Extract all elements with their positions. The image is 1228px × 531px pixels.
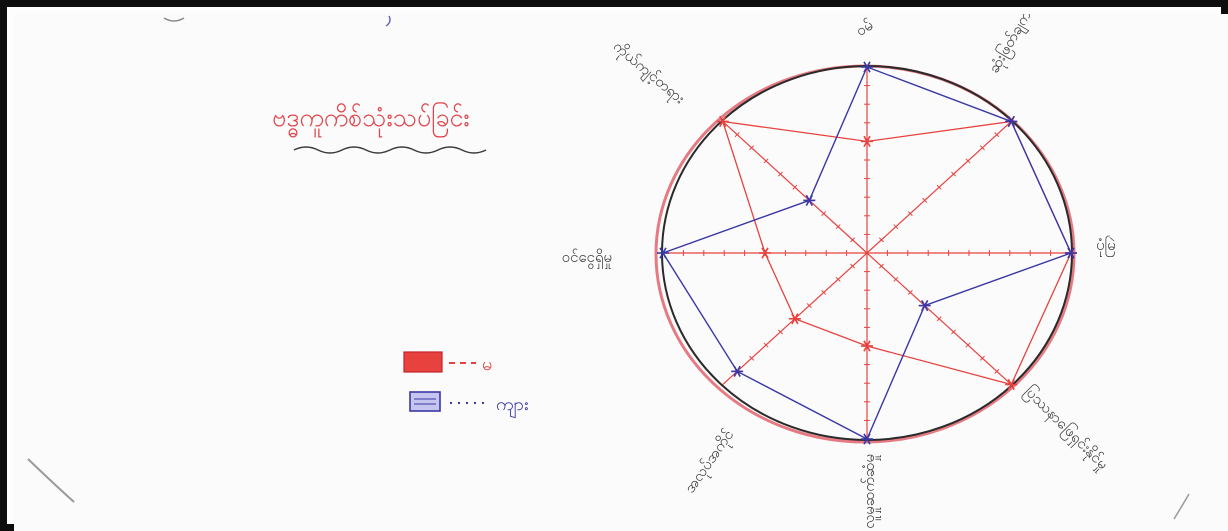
series-layer [657, 61, 1077, 445]
axis-label-0: ဝမ် [853, 16, 877, 40]
axis-tick-3-3 [907, 289, 913, 295]
data-point-male-1 [1005, 115, 1018, 128]
paper-fold-mark [27, 458, 75, 503]
axis-label-6: ဝင်ငွေရှိမှု [562, 248, 612, 269]
legend-label-male: ကျား [496, 394, 528, 418]
data-point-female-0 [861, 135, 873, 147]
axis-tick-3-2 [893, 276, 899, 282]
chart-title: ဗဒ္ဓကူကိစ်သုံးသပ်ခြင်း [272, 102, 470, 137]
legend-item-female: မ [403, 351, 492, 375]
axis-tick-5-4 [806, 303, 812, 309]
data-point-male-7 [803, 194, 816, 206]
axis-label-5: အလုပ်အကိုင် [681, 426, 740, 498]
paper-corner-mark [1173, 493, 1190, 520]
axis-tick-1-5 [936, 184, 942, 190]
axis-tick-3-1 [878, 263, 884, 269]
axis-label-1: ဆုံးဖြတ်ချက် [984, 14, 1038, 78]
axis-tick-7-6 [777, 171, 783, 177]
legend-item-male: ကျား [409, 391, 528, 418]
axis-tick-5-3 [821, 289, 827, 295]
axis-tick-3-6 [951, 329, 957, 335]
legend-label-female: မ [482, 354, 492, 375]
axis-tick-1-9 [994, 132, 1000, 138]
data-point-female-6 [759, 247, 771, 259]
axis-tick-1-8 [979, 145, 985, 151]
axis-tick-7-2 [835, 224, 841, 230]
legend-swatch-male [409, 391, 441, 412]
data-point-male-4 [861, 433, 873, 445]
data-point-female-4 [861, 340, 873, 352]
axis-label-3: ပြဿနာဖြေရှင်းနိုင်မှု [1019, 381, 1113, 475]
axis-tick-3-8 [979, 355, 985, 361]
axis-tick-5-2 [835, 276, 841, 282]
data-point-female-3 [1005, 378, 1018, 391]
axis-label-7: ကိုယ်ကျင့်တရား [608, 37, 689, 110]
axis-label-4: လူမှုဆက်ဆံမှု [860, 454, 881, 529]
axis-tick-7-7 [763, 158, 769, 164]
axis-tick-7-3 [821, 211, 827, 217]
axis-label-2: ပုံမြဲ [1096, 236, 1116, 257]
data-point-female-7 [716, 115, 729, 128]
axis-tick-1-3 [907, 211, 913, 217]
axis-tick-1-1 [878, 237, 884, 243]
axis-tick-1-6 [951, 171, 957, 177]
axis-tick-5-7 [763, 342, 769, 348]
axis-tick-7-1 [850, 237, 856, 243]
axis-tick-1-2 [893, 224, 899, 230]
axis-tick-7-8 [749, 145, 755, 151]
axis-tick-5-1 [850, 263, 856, 269]
title-underline-wavy [293, 146, 487, 154]
axis-labels-layer: ဝမ် ဆုံးဖြတ်ချက်ပုံမြဲပြဿနာဖြေရှင်းနိုင်မ… [562, 14, 1116, 529]
axis-tick-1-4 [922, 197, 928, 203]
axis-tick-5-8 [749, 355, 755, 361]
axis-tick-5-6 [777, 329, 783, 335]
data-point-male-2 [1065, 247, 1077, 259]
data-point-female-5 [788, 313, 801, 325]
radar-chart-svg: ဗဒ္ဓကူကိစ်သုံးသပ်ခြင်း မ ကျား [27, 14, 1190, 529]
legend: မ ကျား [403, 351, 528, 418]
axis-tick-3-7 [965, 342, 971, 348]
data-point-male-6 [657, 247, 669, 259]
paper-mark-top [163, 17, 185, 22]
paper-sheet: ဗဒ္ဓကူကိစ်သုံးသပ်ခြင်း မ ကျား [14, 14, 1228, 531]
paper-mark-top-blue [385, 15, 391, 27]
data-point-male-3 [918, 300, 931, 312]
axis-tick-7-5 [792, 184, 798, 190]
data-point-male-0 [861, 61, 873, 73]
axis-tick-1-7 [965, 158, 971, 164]
data-point-male-5 [731, 365, 744, 377]
legend-swatch-female [403, 351, 443, 373]
axis-tick-7-9 [734, 132, 740, 138]
axis-tick-3-5 [936, 316, 942, 322]
axis-tick-3-9 [994, 368, 1000, 374]
